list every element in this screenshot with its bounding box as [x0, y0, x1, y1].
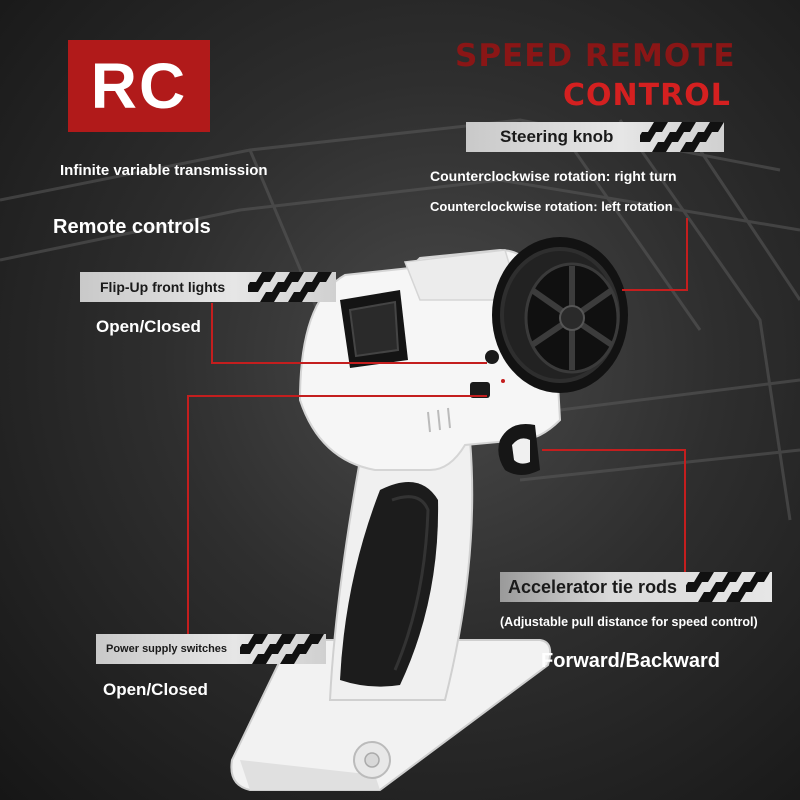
accelerator-note-text: (Adjustable pull distance for speed cont… — [500, 615, 758, 629]
brand-title-line2: CONTROL — [563, 78, 731, 113]
flip-up-lights-label: Flip-Up front lights — [100, 279, 226, 295]
leader-lights-h — [211, 362, 487, 364]
rc-badge: RC — [68, 40, 210, 132]
rc-badge-text: RC — [90, 50, 188, 122]
checkered-flag-icon — [240, 634, 324, 664]
leader-accel-v — [684, 449, 686, 574]
leader-power-h — [187, 395, 487, 397]
transmission-text: Infinite variable transmission — [60, 162, 268, 179]
steering-knob-label: Steering knob — [500, 127, 614, 146]
leader-lights-v — [211, 303, 213, 363]
checkered-flag-icon — [248, 272, 332, 302]
accelerator-direction-text: Forward/Backward — [541, 650, 720, 672]
brand-title-line1: SPEED REMOTE — [455, 38, 736, 74]
accelerator-label: Accelerator tie rods — [508, 576, 678, 597]
checkered-flag-icon — [640, 122, 724, 152]
leader-power-v — [187, 395, 189, 635]
leader-steering-h — [622, 289, 688, 291]
remote-controls-text: Remote controls — [53, 216, 211, 238]
lights-state-text: Open/Closed — [96, 317, 201, 336]
power-supply-label: Power supply switches — [106, 643, 228, 655]
steering-left-rotation-text: Counterclockwise rotation: left rotation — [430, 199, 673, 214]
checkered-flag-icon — [686, 572, 770, 602]
leader-steering-v — [686, 218, 688, 290]
power-state-text: Open/Closed — [103, 680, 208, 699]
steering-right-turn-text: Counterclockwise rotation: right turn — [430, 168, 677, 184]
leader-accel-h — [542, 449, 686, 451]
